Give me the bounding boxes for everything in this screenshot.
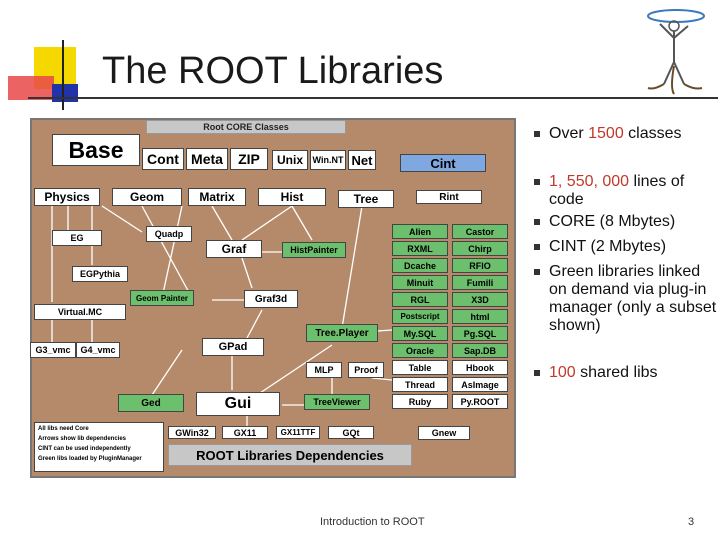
- lib-proof: Proof: [348, 362, 384, 378]
- lib-graf: Graf: [206, 240, 262, 258]
- dependencies-title: ROOT Libraries Dependencies: [168, 444, 412, 466]
- lib-eg: EG: [52, 230, 102, 246]
- square-bullet-icon: [534, 219, 540, 225]
- bullet-text: CORE (8 Mbytes): [549, 213, 676, 230]
- lib-cont: Cont: [142, 148, 184, 170]
- bullet-text: shared libs: [575, 364, 658, 381]
- lib-plugin-1: Alien: [392, 224, 448, 239]
- lib-ged: Ged: [118, 394, 184, 412]
- lib-gqt: GQt: [328, 426, 374, 439]
- lib-plugin-1: Oracle: [392, 343, 448, 358]
- bullet-text: CINT (2 Mbytes): [549, 238, 667, 255]
- legend-note: Green libs loaded by PluginManager: [38, 456, 142, 462]
- lib-physics: Physics: [34, 188, 100, 206]
- lib-hist: Hist: [258, 188, 326, 206]
- lib-tree: Tree: [338, 190, 394, 208]
- lib-plugin-1: Table: [392, 360, 448, 375]
- lib-virtualmc: Virtual.MC: [34, 304, 126, 320]
- deco-vertical-line: [62, 40, 64, 110]
- footer-text: Introduction to ROOT: [320, 516, 425, 528]
- lib-plugin-2: html: [452, 309, 508, 324]
- lib-gpad: GPad: [202, 338, 264, 356]
- square-bullet-icon: [534, 269, 540, 275]
- lib-plugin-2: Fumili: [452, 275, 508, 290]
- lib-plugin-2: Pg.SQL: [452, 326, 508, 341]
- core-classes-header: Root CORE Classes: [146, 120, 346, 134]
- lib-base: Base: [52, 134, 140, 166]
- lib-gx11: GX11: [222, 426, 268, 439]
- lib-gwin32: GWin32: [168, 426, 216, 439]
- bullet-highlight: 1500: [588, 125, 624, 142]
- lib-plugin-1: RGL: [392, 292, 448, 307]
- lib-zip: ZIP: [230, 148, 268, 170]
- lib-quadp: Quadp: [146, 226, 192, 242]
- lib-plugin-2: Castor: [452, 224, 508, 239]
- deco-red-square: [8, 76, 54, 100]
- lib-unix: Unix: [272, 150, 308, 170]
- lib-plugin-1: RXML: [392, 241, 448, 256]
- lib-treeplayer: Tree.Player: [306, 324, 378, 342]
- lib-plugin-1: Dcache: [392, 258, 448, 273]
- lib-gx11ttf: GX11TTF: [276, 426, 320, 439]
- lib-graf3d: Graf3d: [244, 290, 298, 308]
- lib-g4vmc: G4_vmc: [76, 342, 120, 358]
- root-dependencies-diagram: Root CORE Classes Base Cont Meta ZIP Uni…: [30, 118, 516, 478]
- bullet-text: lines of code: [549, 173, 685, 208]
- bullet-highlight: 1, 550, 000: [549, 173, 630, 190]
- bullet-text: Green libraries linked on demand via plu…: [549, 263, 717, 334]
- square-bullet-icon: [534, 179, 540, 185]
- lib-treeviewer: TreeViewer: [304, 394, 370, 410]
- lib-winnt: Win.NT: [310, 150, 346, 170]
- lib-geompainter: Geom Painter: [130, 290, 194, 306]
- lib-g3vmc: G3_vmc: [30, 342, 76, 358]
- lib-plugin-2: Sap.DB: [452, 343, 508, 358]
- lib-rint: Rint: [416, 190, 482, 204]
- lib-plugin-2: Hbook: [452, 360, 508, 375]
- legend-note: All libs need Core: [38, 426, 89, 432]
- lib-plugin-1: Minuit: [392, 275, 448, 290]
- dependency-arrows: [51, 205, 393, 426]
- lib-gui: Gui: [196, 392, 280, 416]
- bullet-text: Over: [549, 125, 589, 142]
- lib-mlp: MLP: [306, 362, 342, 378]
- lib-plugin-2: Py.ROOT: [452, 394, 508, 409]
- bullet-highlight: 100: [549, 364, 576, 381]
- lib-plugin-2: Chirp: [452, 241, 508, 256]
- lib-net: Net: [348, 150, 376, 170]
- lib-gnew: Gnew: [418, 426, 470, 440]
- page-number: 3: [688, 516, 695, 528]
- bullet-text: classes: [623, 125, 682, 142]
- lib-plugin-1: Postscript: [392, 309, 448, 324]
- lib-plugin-2: X3D: [452, 292, 508, 307]
- lib-cint: Cint: [400, 154, 486, 172]
- lib-matrix: Matrix: [188, 188, 246, 206]
- title-rule: [28, 97, 718, 99]
- lib-plugin-2: AsImage: [452, 377, 508, 392]
- lib-plugin-1: Thread: [392, 377, 448, 392]
- square-bullet-icon: [534, 244, 540, 250]
- lib-plugin-2: RFIO: [452, 258, 508, 273]
- lib-geom: Geom: [112, 188, 182, 206]
- legend-note: Arrows show lib dependencies: [38, 436, 127, 442]
- lib-plugin-1: My.SQL: [392, 326, 448, 341]
- root-tree-figure-icon: [647, 9, 705, 95]
- square-bullet-icon: [534, 370, 540, 376]
- diagram-legend: All libs need Core Arrows show lib depen…: [34, 422, 164, 472]
- lib-plugin-1: Ruby: [392, 394, 448, 409]
- legend-note: CINT can be used independently: [38, 446, 131, 452]
- square-bullet-icon: [534, 131, 540, 137]
- slide-title: The ROOT Libraries: [102, 50, 444, 92]
- lib-egpythia: EGPythia: [72, 266, 128, 282]
- lib-histpainter: HistPainter: [282, 242, 346, 258]
- deco-blue-square: [52, 84, 78, 102]
- lib-meta: Meta: [186, 148, 228, 170]
